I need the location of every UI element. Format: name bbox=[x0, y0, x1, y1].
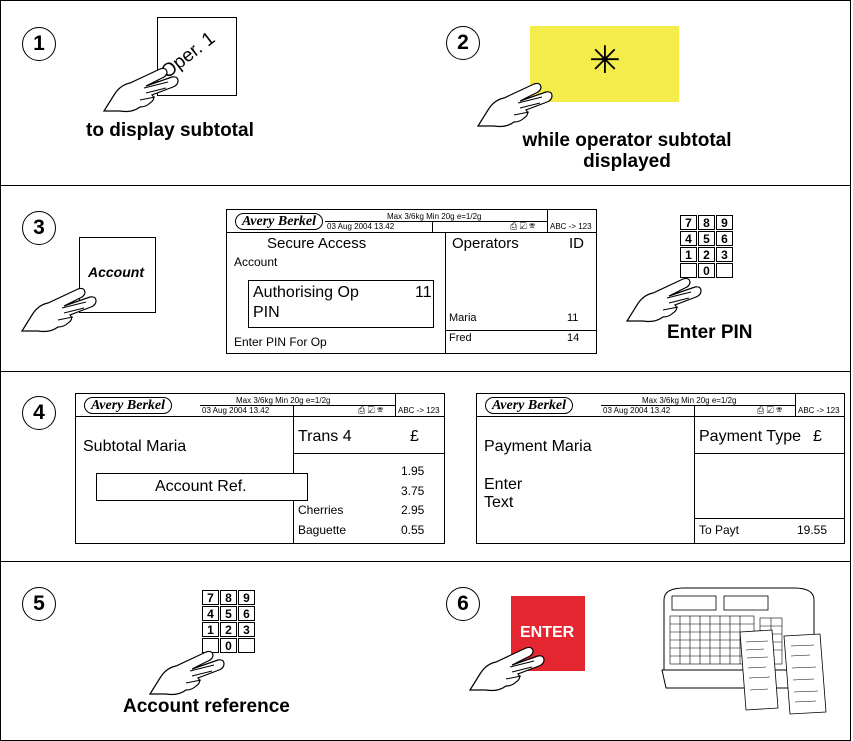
trans-column-header: Trans 4 bbox=[298, 428, 352, 445]
keypad-key-1[interactable]: 1 bbox=[202, 622, 219, 637]
asterisk-icon: ✳ bbox=[589, 40, 621, 82]
payment-title: Payment Maria bbox=[484, 438, 592, 455]
keypad-key-0[interactable]: 0 bbox=[220, 638, 237, 653]
item-price: 3.75 bbox=[401, 484, 425, 498]
step-number-5: 5 bbox=[22, 587, 56, 621]
hand-pointer-icon bbox=[468, 646, 545, 692]
operator-id: 11 bbox=[567, 312, 579, 324]
keypad-key-3[interactable]: 3 bbox=[716, 247, 733, 262]
to-pay-label: To Payt bbox=[699, 523, 740, 537]
keypad-key-6[interactable]: 6 bbox=[238, 606, 255, 621]
step-1-caption: to display subtotal bbox=[86, 120, 254, 141]
authorising-op-label: Authorising Op bbox=[253, 284, 359, 301]
text-label: Text bbox=[484, 494, 514, 511]
scale-printer-illustration bbox=[661, 587, 827, 715]
display-header: Avery Berkel Max 3/6kg Min 20g e=1/2g 03… bbox=[477, 394, 844, 417]
item-name: Cherries bbox=[298, 503, 344, 517]
input-mode: ABC -> 123 bbox=[798, 406, 840, 415]
id-column-header: ID bbox=[569, 235, 584, 252]
enter-key-label: ENTER bbox=[520, 624, 575, 641]
keypad-key-3[interactable]: 3 bbox=[238, 622, 255, 637]
date-time: 03 Aug 2004 13.42 bbox=[202, 406, 270, 415]
input-mode: ABC -> 123 bbox=[550, 222, 592, 231]
operator-id: 14 bbox=[567, 332, 580, 344]
item-price: 2.95 bbox=[401, 503, 425, 517]
account-key-label: Account bbox=[88, 264, 144, 280]
step-number-6: 6 bbox=[446, 587, 480, 621]
secure-access-display: Avery Berkel Max 3/6kg Min 20g e=1/2g 03… bbox=[226, 209, 597, 354]
hand-pointer-icon bbox=[625, 277, 702, 323]
status-icons: ⎙ ☑ ☏ bbox=[757, 405, 783, 415]
max-line: Max 3/6kg Min 20g e=1/2g bbox=[236, 396, 331, 405]
date-time: 03 Aug 2004 13.42 bbox=[327, 222, 395, 231]
status-icons: ⎙ ☑ ☏ bbox=[358, 405, 384, 415]
asterisk-key[interactable]: ✳ bbox=[530, 26, 679, 102]
account-ref-box[interactable]: Account Ref. bbox=[96, 473, 308, 501]
operators-column-header: Operators bbox=[452, 235, 519, 252]
keypad-key-blank[interactable] bbox=[680, 263, 697, 278]
keypad-key-2[interactable]: 2 bbox=[698, 247, 715, 262]
authorising-op-value: 11 bbox=[415, 284, 432, 301]
step-number-3: 3 bbox=[22, 211, 56, 245]
subtotal-display: Avery Berkel Max 3/6kg Min 20g e=1/2g 03… bbox=[75, 393, 445, 544]
secure-access-title: Secure Access bbox=[267, 235, 367, 252]
payment-type-column-header: Payment Type bbox=[699, 428, 801, 445]
avery-berkel-logo: Avery Berkel bbox=[485, 397, 573, 414]
pin-box[interactable]: Authorising Op 11 PIN bbox=[248, 280, 434, 328]
item-price: 0.55 bbox=[401, 523, 425, 537]
status-icons: ⎙ ☑ ☏ bbox=[510, 221, 536, 231]
to-pay-value: 19.55 bbox=[797, 523, 828, 537]
secure-access-subtitle: Account bbox=[234, 255, 278, 269]
currency-column-header: £ bbox=[410, 428, 419, 445]
step-number-4: 4 bbox=[22, 396, 56, 430]
input-mode: ABC -> 123 bbox=[398, 406, 440, 415]
step-2-caption-line1: while operator subtotal bbox=[522, 130, 732, 151]
enter-pin-prompt: Enter PIN For Op bbox=[234, 335, 327, 349]
pin-label: PIN bbox=[253, 304, 280, 321]
keypad-key-4[interactable]: 4 bbox=[202, 606, 219, 621]
hand-pointer-icon bbox=[102, 67, 179, 113]
keypad-key-blank[interactable] bbox=[716, 263, 733, 278]
currency-column-header: £ bbox=[813, 428, 822, 445]
enter-label: Enter bbox=[484, 476, 523, 493]
max-line: Max 3/6kg Min 20g e=1/2g bbox=[642, 396, 737, 405]
keypad-key-8[interactable]: 8 bbox=[698, 215, 715, 230]
hand-pointer-icon bbox=[148, 650, 225, 696]
payment-display: Avery Berkel Max 3/6kg Min 20g e=1/2g 03… bbox=[476, 393, 845, 544]
step-number-2: 2 bbox=[446, 26, 480, 60]
keypad-key-7[interactable]: 7 bbox=[202, 590, 219, 605]
keypad-key-9[interactable]: 9 bbox=[716, 215, 733, 230]
keypad-key-8[interactable]: 8 bbox=[220, 590, 237, 605]
hand-pointer-icon bbox=[476, 82, 553, 128]
item-name: Baguette bbox=[298, 523, 347, 537]
column-divider bbox=[445, 232, 446, 354]
avery-berkel-logo: Avery Berkel bbox=[84, 397, 172, 414]
keypad-key-2[interactable]: 2 bbox=[220, 622, 237, 637]
display-header: Avery Berkel Max 3/6kg Min 20g e=1/2g 03… bbox=[76, 394, 444, 417]
keypad-key-9[interactable]: 9 bbox=[238, 590, 255, 605]
step-number-1: 1 bbox=[22, 27, 56, 61]
operator-name: Maria bbox=[449, 312, 477, 324]
operator-name: Fred bbox=[449, 332, 472, 344]
max-line: Max 3/6kg Min 20g e=1/2g bbox=[387, 212, 482, 221]
step-3-caption: Enter PIN bbox=[667, 322, 753, 343]
keypad-key-5[interactable]: 5 bbox=[698, 231, 715, 246]
keypad-key-5[interactable]: 5 bbox=[220, 606, 237, 621]
keypad-key-blank[interactable] bbox=[238, 638, 255, 653]
date-time: 03 Aug 2004 13.42 bbox=[603, 406, 671, 415]
keypad-key-4[interactable]: 4 bbox=[680, 231, 697, 246]
item-price: 1.95 bbox=[401, 464, 425, 478]
keypad-key-7[interactable]: 7 bbox=[680, 215, 697, 230]
keypad-key-1[interactable]: 1 bbox=[680, 247, 697, 262]
keypad-key-6[interactable]: 6 bbox=[716, 231, 733, 246]
keypad-key-0[interactable]: 0 bbox=[698, 263, 715, 278]
hand-pointer-icon bbox=[20, 287, 97, 333]
step-2-caption-line2: displayed bbox=[583, 151, 671, 172]
account-ref-label: Account Ref. bbox=[155, 478, 247, 495]
avery-berkel-logo: Avery Berkel bbox=[235, 213, 323, 230]
display-header: Avery Berkel Max 3/6kg Min 20g e=1/2g 03… bbox=[227, 210, 596, 233]
step-5-caption: Account reference bbox=[123, 696, 290, 717]
subtotal-title: Subtotal Maria bbox=[83, 438, 187, 455]
